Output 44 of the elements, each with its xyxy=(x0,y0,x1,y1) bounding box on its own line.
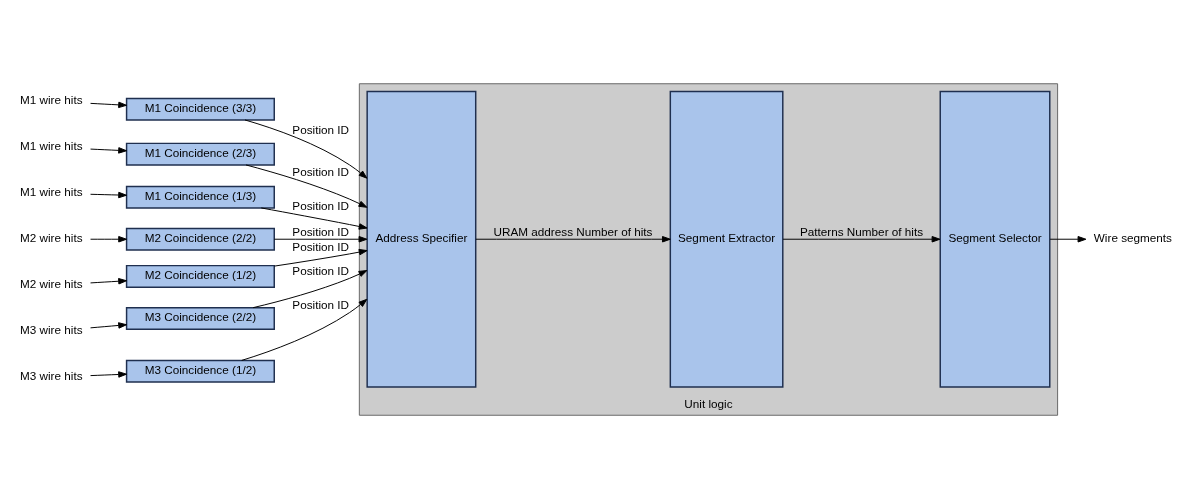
arrow xyxy=(782,236,941,243)
node-text: M1 wire hits xyxy=(20,139,83,153)
arrow xyxy=(252,270,368,309)
arrow xyxy=(475,236,671,243)
node-box: M2 Coincidence (2/2) xyxy=(125,227,275,251)
edge-label: Patterns Number of hits xyxy=(799,224,924,238)
node-text: Wire segments xyxy=(1093,231,1172,245)
node-box: Segment Selector xyxy=(939,90,1051,388)
node-box: M2 Coincidence (1/2) xyxy=(125,264,275,288)
arrow xyxy=(90,147,127,154)
edge-label: Position ID xyxy=(292,239,350,253)
node-text: M1 wire hits xyxy=(20,93,83,107)
arrow xyxy=(274,248,368,267)
node-text: M3 wire hits xyxy=(20,323,83,337)
node-box: Segment Extractor xyxy=(669,90,784,388)
node-box: Address Specifier xyxy=(366,90,477,388)
node-text: M2 wire hits xyxy=(20,277,83,291)
arrow xyxy=(273,236,368,243)
arrow xyxy=(244,119,368,179)
edge-label: Position ID xyxy=(292,123,350,137)
arrow xyxy=(90,236,127,243)
node-box: M3 Coincidence (1/2) xyxy=(125,359,275,383)
node-box: M1 Coincidence (1/3) xyxy=(125,185,275,209)
edge-label: Position ID xyxy=(292,298,350,312)
arrow xyxy=(90,322,127,329)
edge-label: Position ID xyxy=(292,224,350,238)
node-text: M3 wire hits xyxy=(20,369,83,383)
edge-label: Position ID xyxy=(292,199,350,213)
node-box: M3 Coincidence (2/2) xyxy=(125,306,275,330)
arrow xyxy=(90,101,127,109)
arrow xyxy=(90,371,127,378)
edge-label: URAM address Number of hits xyxy=(493,224,653,238)
arrow xyxy=(245,164,368,208)
edge-label: Position ID xyxy=(292,264,350,278)
node-box: M1 Coincidence (2/3) xyxy=(125,142,275,166)
arrow xyxy=(241,298,368,361)
arrow xyxy=(90,278,127,285)
arrow xyxy=(1049,236,1087,243)
edge-label: Position ID xyxy=(292,165,350,179)
node-text: M1 wire hits xyxy=(20,185,83,199)
arrow xyxy=(260,207,368,230)
node-box: M1 Coincidence (3/3) xyxy=(125,97,275,121)
arrow xyxy=(90,191,127,199)
node-text: M2 wire hits xyxy=(20,231,83,245)
